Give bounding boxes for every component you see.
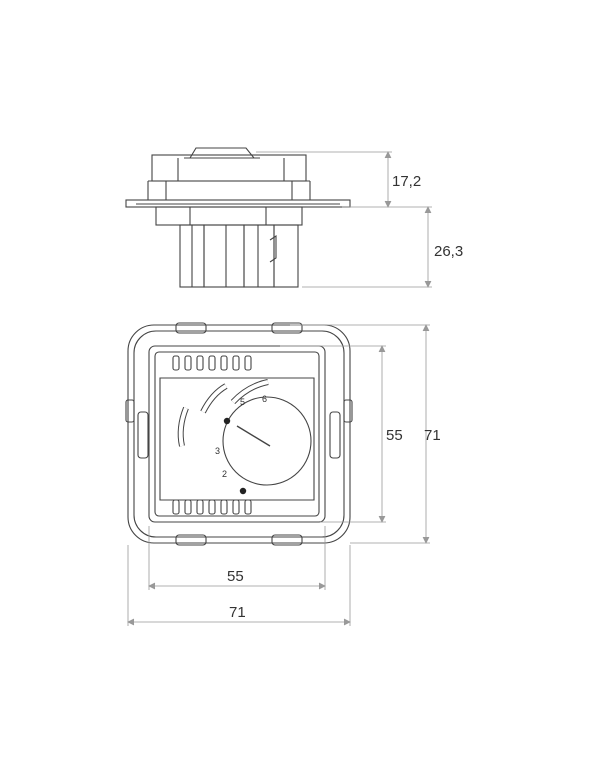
front-dimension-lines <box>127 324 430 626</box>
front-view <box>125 322 430 626</box>
dim-side-bottom: 26,3 <box>434 243 463 260</box>
dial-mark-6: 6 <box>262 394 267 404</box>
side-view <box>125 147 432 288</box>
dim-front-outer-height: 71 <box>424 427 441 444</box>
dim-front-inner-width: 55 <box>227 568 244 585</box>
temperature-dial[interactable] <box>222 396 312 486</box>
dim-side-top: 17,2 <box>392 173 421 190</box>
dial-dot-lower <box>239 487 247 495</box>
dial-mark-2: 2 <box>222 469 227 479</box>
dial-mark-5: 5 <box>240 397 245 407</box>
dial-dot-upper <box>223 417 231 425</box>
dim-front-inner-height: 55 <box>386 427 403 444</box>
dim-front-outer-width: 71 <box>229 604 246 621</box>
dial-mark-3: 3 <box>215 446 220 456</box>
dial-pointer <box>236 425 271 447</box>
side-dimension-lines <box>256 151 432 288</box>
